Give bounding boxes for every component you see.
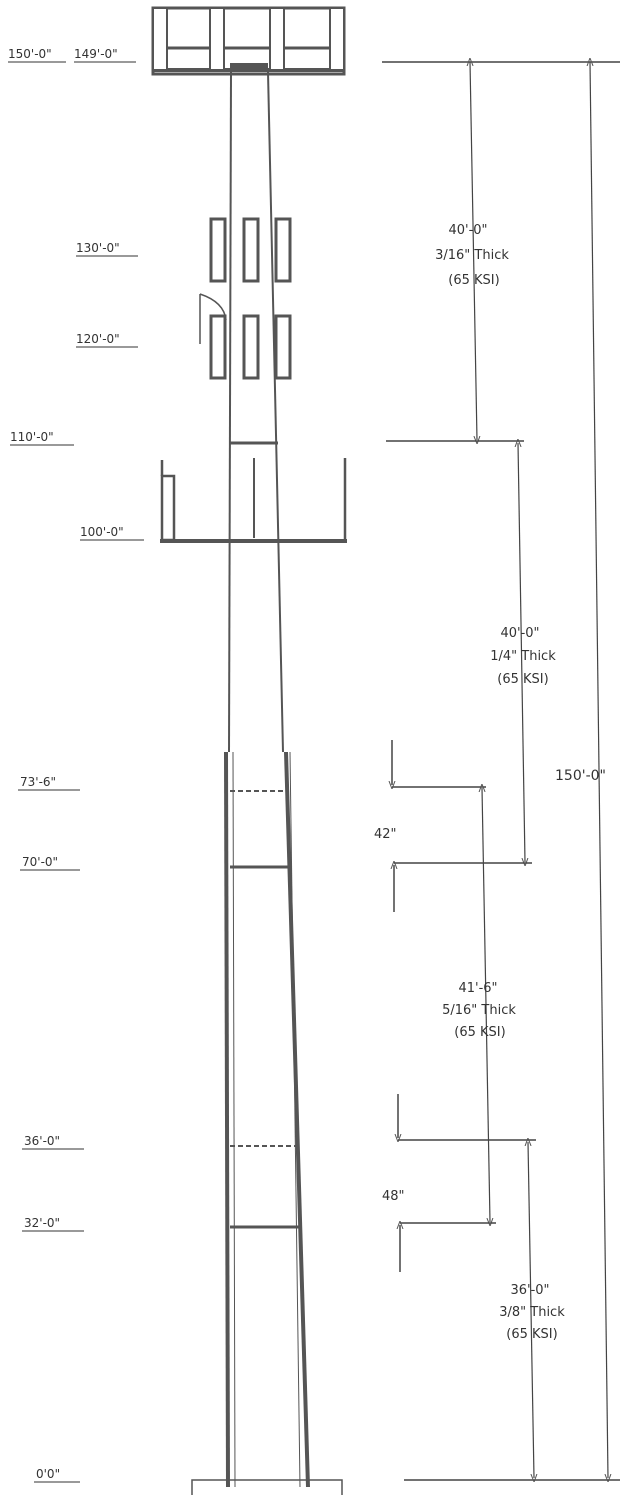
section-2-length: 40'-0" bbox=[500, 626, 539, 641]
elevation-label-73-6: 73'-6" bbox=[20, 775, 56, 789]
antenna-120-center bbox=[242, 314, 260, 380]
section-1-arrow bbox=[470, 62, 477, 440]
pole-right-wall-lower bbox=[284, 751, 310, 1488]
elevation-labels: 150'-0" 149'-0" 130'-0" 120'-0" 110'-0" … bbox=[8, 47, 144, 1483]
elevation-label-36: 36'-0" bbox=[24, 1134, 60, 1148]
pole-left-wall-upper bbox=[228, 71, 232, 753]
elevation-label-0: 0'0" bbox=[36, 1467, 60, 1481]
pole-shaft bbox=[191, 71, 343, 1495]
elevation-label-32: 32'-0" bbox=[24, 1216, 60, 1230]
antenna-120-right bbox=[274, 314, 292, 380]
overall-dimension bbox=[382, 62, 620, 1480]
antenna-130-center bbox=[242, 217, 260, 283]
elevation-label-149: 149'-0" bbox=[74, 47, 118, 61]
pole-right-wall-upper bbox=[267, 71, 284, 753]
pole-right-inner-line bbox=[289, 751, 301, 1488]
section-1-thickness: 3/16" Thick bbox=[435, 248, 509, 263]
base-plate bbox=[191, 1479, 343, 1495]
elevation-label-110: 110'-0" bbox=[10, 430, 54, 444]
section-3-thickness: 5/16" Thick bbox=[442, 1003, 516, 1018]
pole-left-inner-line bbox=[232, 751, 236, 1488]
antenna-array-120 bbox=[199, 293, 292, 380]
antenna-130-right bbox=[274, 217, 292, 283]
overall-height-label: 150'-0" bbox=[555, 768, 606, 784]
section-2-note: 40'-0" 1/4" Thick (65 KSI) bbox=[490, 626, 556, 687]
elevation-label-120: 120'-0" bbox=[76, 332, 120, 346]
mount-100-left-panel bbox=[160, 474, 176, 542]
section-2-grade: (65 KSI) bbox=[497, 672, 548, 687]
section-4-arrow bbox=[528, 1142, 534, 1478]
section-1-length: 40'-0" bbox=[448, 223, 487, 238]
antenna-array-130 bbox=[209, 217, 292, 283]
section-3-grade: (65 KSI) bbox=[454, 1025, 505, 1040]
section-4-thickness: 3/8" Thick bbox=[499, 1305, 565, 1320]
top-antenna-4 bbox=[329, 7, 345, 71]
section-1-grade: (65 KSI) bbox=[448, 273, 499, 288]
top-antenna-platform bbox=[151, 6, 346, 76]
splice-2-length: 48" bbox=[382, 1189, 405, 1204]
elevation-label-100: 100'-0" bbox=[80, 525, 124, 539]
antenna-130-left bbox=[209, 217, 227, 283]
pole-left-wall-lower bbox=[224, 751, 230, 1488]
top-antenna-2 bbox=[209, 7, 225, 71]
section-dimensions bbox=[386, 62, 536, 1478]
section-4-note: 36'-0" 3/8" Thick (65 KSI) bbox=[499, 1283, 565, 1342]
section-4-grade: (65 KSI) bbox=[506, 1327, 557, 1342]
section-4-length: 36'-0" bbox=[510, 1283, 549, 1298]
section-2-arrow bbox=[518, 443, 525, 862]
splice-1-length: 42" bbox=[374, 827, 397, 842]
antenna-mount-100 bbox=[160, 458, 347, 543]
section-3-length: 41'-6" bbox=[458, 981, 497, 996]
antenna-120-left bbox=[209, 314, 227, 380]
section-2-thickness: 1/4" Thick bbox=[490, 649, 556, 664]
elevation-label-70: 70'-0" bbox=[22, 855, 58, 869]
section-3-note: 41'-6" 5/16" Thick (65 KSI) bbox=[442, 981, 516, 1040]
elevation-label-150: 150'-0" bbox=[8, 47, 52, 61]
top-antenna-3 bbox=[269, 7, 285, 71]
overall-height-arrow bbox=[590, 62, 608, 1478]
section-3-arrow bbox=[482, 788, 490, 1222]
section-1-note: 40'-0" 3/16" Thick (65 KSI) bbox=[435, 223, 509, 288]
elevation-label-130: 130'-0" bbox=[76, 241, 120, 255]
top-antenna-1 bbox=[152, 7, 168, 71]
